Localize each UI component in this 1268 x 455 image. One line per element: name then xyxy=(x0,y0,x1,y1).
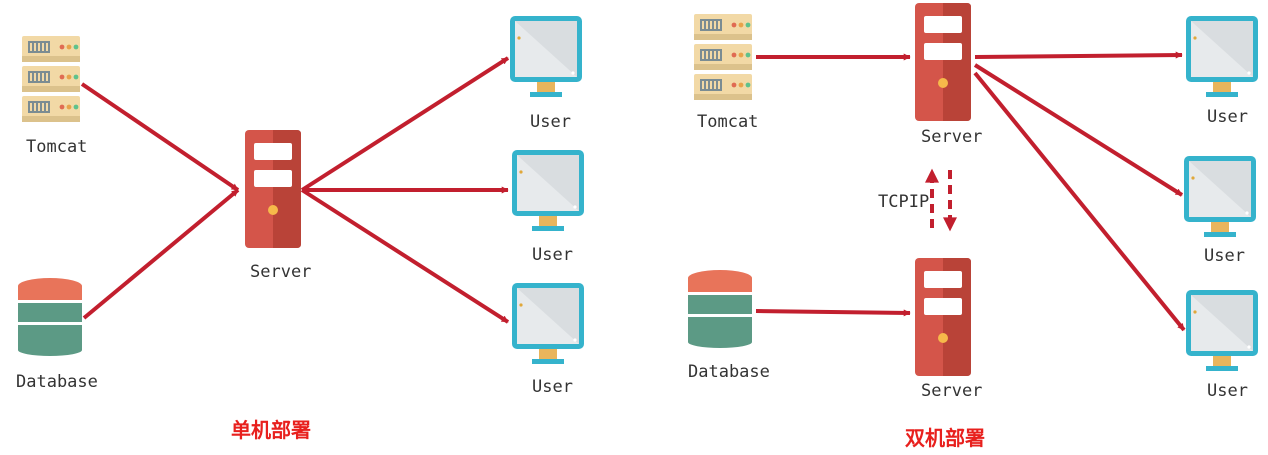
arrow-server-to-user-1 xyxy=(974,51,1183,59)
arrow-database-to-server xyxy=(82,188,240,320)
arrow-server-to-user-2 xyxy=(973,63,1184,197)
monitor-icon xyxy=(512,150,584,231)
server-icon xyxy=(915,258,971,376)
database-label: Database xyxy=(688,362,770,382)
diagram-caption: 双机部署 xyxy=(905,426,985,450)
tcpip-label: TCPIP xyxy=(878,192,929,212)
arrow-server-to-user-3 xyxy=(973,71,1186,332)
monitor-icon xyxy=(512,283,584,364)
user-label: User xyxy=(1207,381,1248,401)
database-label: Database xyxy=(16,372,98,392)
server-icon xyxy=(915,3,971,121)
monitor-icon xyxy=(1184,156,1256,237)
tomcat-label: Tomcat xyxy=(26,137,87,157)
monitor-icon xyxy=(1186,290,1258,371)
user-label: User xyxy=(530,112,571,132)
left-diagram: Tomcat Database Server User User User 单机… xyxy=(16,16,584,442)
monitor-icon xyxy=(510,16,582,97)
arrow-server-to-user-1 xyxy=(300,56,510,192)
database-icon xyxy=(18,278,82,356)
diagram-caption: 单机部署 xyxy=(231,418,311,442)
user-label: User xyxy=(532,245,573,265)
tomcat-icon xyxy=(22,36,80,122)
right-diagram: Tomcat Database Server Server TCPIP User… xyxy=(688,3,1258,450)
user-label: User xyxy=(532,377,573,397)
arrow-database-to-server xyxy=(755,309,911,317)
tomcat-icon xyxy=(694,14,752,100)
database-icon xyxy=(688,270,752,348)
server-label: Server xyxy=(921,381,982,401)
server-icon xyxy=(245,130,301,248)
monitor-icon xyxy=(1186,16,1258,97)
tomcat-label: Tomcat xyxy=(697,112,758,132)
arrow-tomcat-to-server xyxy=(80,82,240,192)
server-label: Server xyxy=(250,262,311,282)
user-label: User xyxy=(1207,107,1248,127)
user-label: User xyxy=(1204,246,1245,266)
server-label: Server xyxy=(921,127,982,147)
arrow-server-to-user-3 xyxy=(300,188,510,324)
